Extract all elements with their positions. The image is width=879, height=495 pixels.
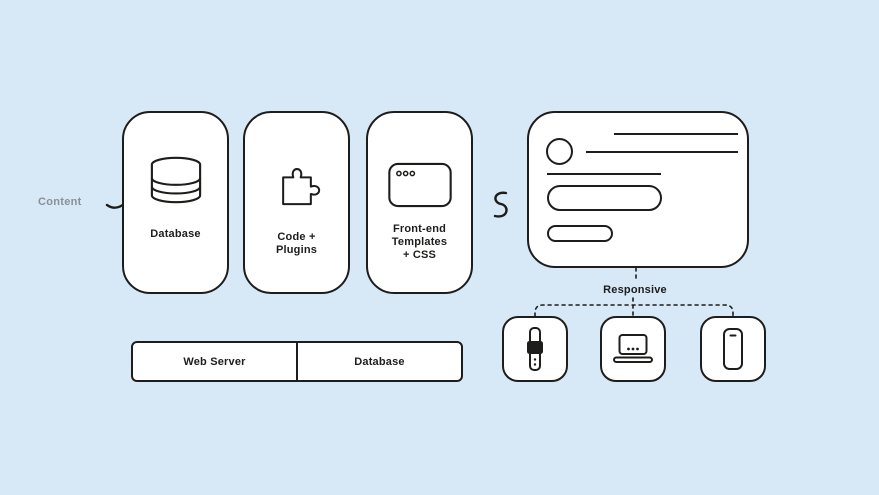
text-line-1 <box>614 133 738 135</box>
text-line-3 <box>547 173 661 175</box>
responsive-connector-dashes <box>534 267 734 317</box>
plugins-box: Code + Plugins <box>243 111 350 294</box>
frontend-label-line-1: Front-end <box>392 223 447 235</box>
browser-window-icon <box>387 162 452 208</box>
frontend-label-line-2: Templates <box>391 236 448 248</box>
plugins-label: Code + Plugins <box>245 231 348 257</box>
database-cell-label: Database <box>354 355 405 368</box>
smartwatch-panel <box>502 316 568 382</box>
squiggle-arrow-icon <box>493 191 508 218</box>
laptop-panel <box>600 316 666 382</box>
plugins-label-line-1: Code + <box>277 231 316 243</box>
frontend-label-line-3: + CSS <box>402 249 437 261</box>
text-line-2 <box>586 151 738 153</box>
web-server-label: Web Server <box>183 355 246 368</box>
plugins-label-line-2: Plugins <box>275 244 318 256</box>
puzzle-piece-icon <box>281 168 320 206</box>
frontend-label: Front-end Templates + CSS <box>368 223 471 262</box>
content-label: Content <box>38 196 82 208</box>
avatar-circle <box>546 138 573 165</box>
server-bar: Web Server Database <box>131 341 463 382</box>
browser-preview-panel <box>527 111 749 268</box>
button-pill <box>547 225 613 242</box>
database-cylinder-icon <box>150 156 201 204</box>
laptop-icon <box>613 334 653 363</box>
smartphone-panel <box>700 316 766 382</box>
frontend-box: Front-end Templates + CSS <box>366 111 473 294</box>
database-label: Database <box>150 228 201 240</box>
responsive-label: Responsive <box>603 284 667 296</box>
input-pill <box>547 185 662 211</box>
database-box: Database <box>122 111 229 294</box>
smartwatch-icon <box>527 327 543 371</box>
web-server-cell: Web Server <box>133 343 298 380</box>
smartphone-icon <box>723 328 743 370</box>
database-cell: Database <box>298 343 461 380</box>
